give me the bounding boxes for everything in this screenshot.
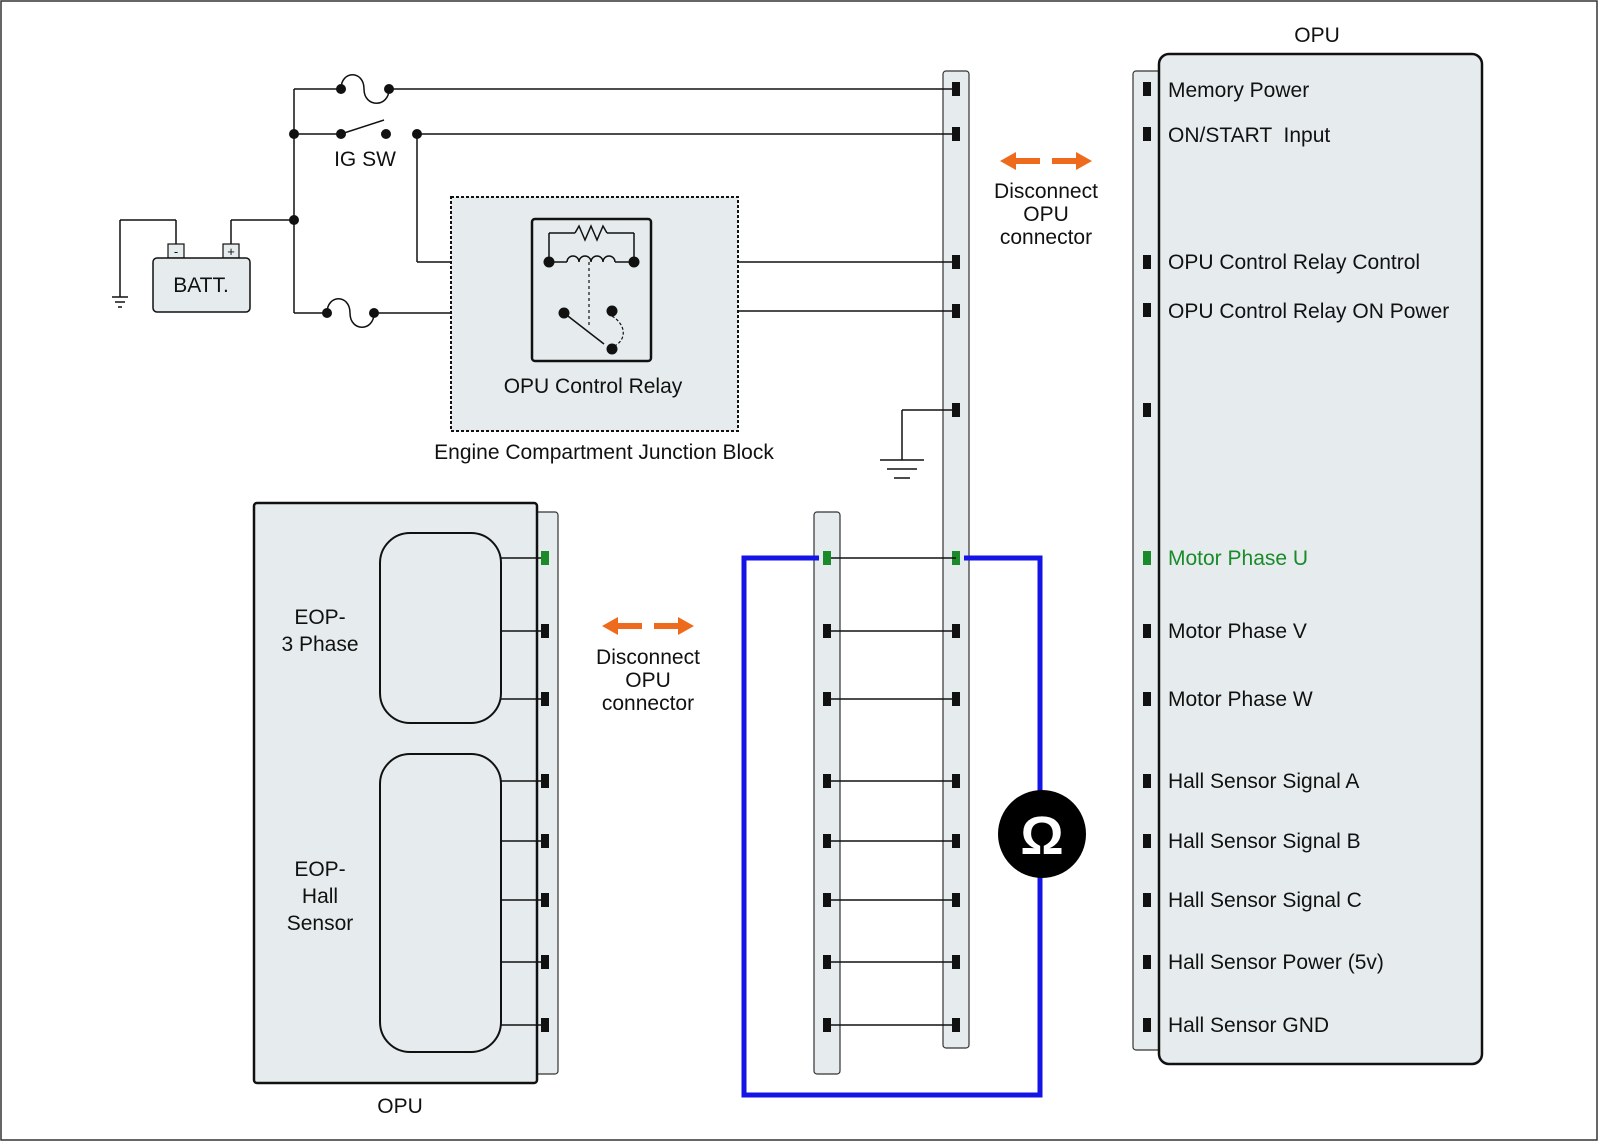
- eop-hall-sensor-block: [379, 753, 502, 1053]
- pin-label-relay-on-power: OPU Control Relay ON Power: [1168, 300, 1449, 323]
- ohmmeter: [998, 790, 1086, 878]
- opu-right-body: [1157, 52, 1484, 1066]
- opu-control-relay: OPU Control Relay: [504, 217, 683, 398]
- pin-label-motor-phase-u: Motor Phase U: [1168, 547, 1308, 570]
- eop-hall-line3: Sensor: [287, 912, 354, 935]
- ohm-icon: Ω: [1020, 806, 1063, 866]
- junction-block-label: Engine Compartment Junction Block: [434, 441, 774, 464]
- fuse-memory: [340, 74, 390, 104]
- opu-pin-relay-on-power: [1143, 303, 1151, 317]
- ig-sw-label: IG SW: [334, 148, 396, 171]
- opu-pin-hall-a: [1143, 774, 1151, 788]
- relay-label: OPU Control Relay: [504, 375, 683, 398]
- pin-label-memory-power: Memory Power: [1168, 79, 1309, 102]
- pin-label-motor-phase-v: Motor Phase V: [1168, 620, 1307, 643]
- harness-left-pins: [823, 551, 831, 1032]
- opu-right-title: OPU: [1294, 24, 1340, 47]
- pin-label-on-start-input: ON/START Input: [1168, 124, 1330, 147]
- eop-hall-line2: Hall: [302, 885, 338, 908]
- opu-right: OPU Memory Power ON/START Input OPU Cont…: [1132, 24, 1484, 1066]
- battery-body: [152, 257, 251, 313]
- arrow-right-icon: [1052, 152, 1092, 170]
- eop-3-phase-line2: 3 Phase: [281, 633, 358, 656]
- opu-pin-hall-gnd: [1143, 1018, 1151, 1032]
- opu-pin-relay-control: [1143, 255, 1151, 269]
- disconnect-indicator-top: Disconnect OPU connector: [994, 152, 1098, 249]
- eop-3-phase-line1: EOP-: [294, 606, 345, 629]
- pin-label-hall-b: Hall Sensor Signal B: [1168, 830, 1361, 853]
- harness-wires: [827, 557, 956, 1026]
- arrow-right-icon: [654, 617, 694, 635]
- ignition-switch: IG SW: [289, 119, 422, 225]
- ground-symbol: [880, 409, 956, 479]
- pin-label-relay-control: OPU Control Relay Control: [1168, 251, 1420, 274]
- pin-label-hall-gnd: Hall Sensor GND: [1168, 1014, 1329, 1037]
- opu-pin-ground: [1143, 403, 1151, 417]
- disconnect-mid-line1: Disconnect: [596, 646, 700, 669]
- ohmmeter-test-circuit: Ω: [741, 555, 1086, 1098]
- disconnect-top-line2: OPU: [1023, 203, 1069, 226]
- opu-bottom-title: OPU: [377, 1095, 423, 1118]
- pin-label-hall-a: Hall Sensor Signal A: [1168, 770, 1359, 793]
- pin-label-motor-phase-w: Motor Phase W: [1168, 688, 1313, 711]
- arrow-left-icon: [1000, 152, 1040, 170]
- disconnect-top-line1: Disconnect: [994, 180, 1098, 203]
- fuse-relay: [326, 298, 375, 328]
- opu-pin-motor-phase-v: [1143, 624, 1151, 638]
- eop-3-phase-block: [379, 532, 502, 724]
- eop-hall-line1: EOP-: [294, 858, 345, 881]
- opu-pin-memory-power: [1143, 82, 1151, 96]
- harness-connector-left: [813, 511, 841, 1075]
- pin-label-hall-power: Hall Sensor Power (5v): [1168, 951, 1384, 974]
- opu-pin-motor-phase-u: [1143, 551, 1151, 565]
- battery: - + BATT.: [112, 219, 251, 313]
- relay-housing: [530, 217, 653, 363]
- battery-minus-sign: -: [174, 244, 178, 259]
- opu-pin-motor-phase-w: [1143, 692, 1151, 706]
- opu-bottom: EOP- 3 Phase EOP- Hall Sensor OPU: [252, 501, 559, 1118]
- test-lead: [741, 555, 1043, 1098]
- disconnect-mid-line2: OPU: [625, 669, 671, 692]
- battery-label: BATT.: [173, 274, 229, 297]
- disconnect-indicator-middle: Disconnect OPU connector: [596, 617, 700, 715]
- opu-right-pin-labels: Memory Power ON/START Input OPU Control …: [1168, 79, 1449, 1037]
- battery-plus-sign: +: [227, 244, 235, 259]
- disconnect-mid-line3: connector: [602, 692, 694, 715]
- disconnect-top-line3: connector: [1000, 226, 1092, 249]
- arrow-left-icon: [602, 617, 642, 635]
- opu-pin-on-start-input: [1143, 127, 1151, 141]
- pin-label-hall-c: Hall Sensor Signal C: [1168, 889, 1362, 912]
- opu-right-pins: [1143, 82, 1151, 1032]
- opu-pin-hall-b: [1143, 834, 1151, 848]
- opu-pin-hall-c: [1143, 893, 1151, 907]
- opu-pin-hall-power: [1143, 955, 1151, 969]
